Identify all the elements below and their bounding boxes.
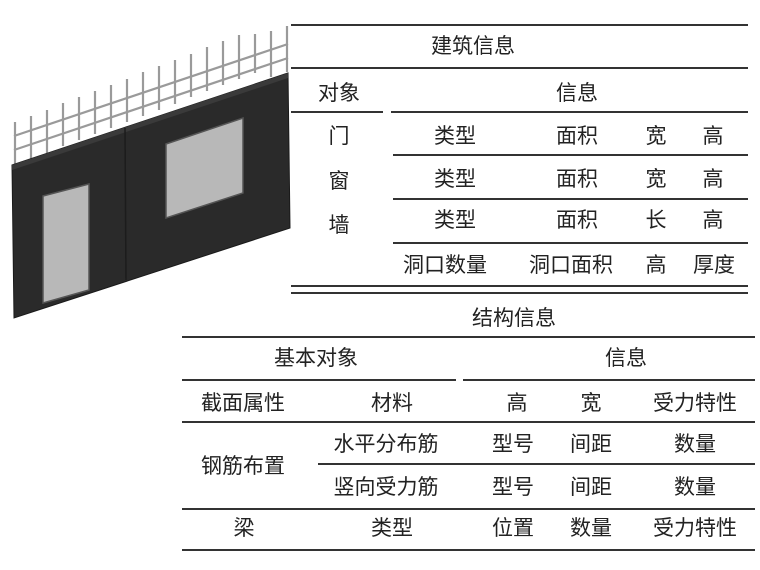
divider <box>391 111 748 113</box>
cell: 类型 <box>434 124 476 148</box>
cell: 截面属性 <box>201 391 285 415</box>
cell: 间距 <box>570 475 612 499</box>
cell: 数量 <box>674 432 716 456</box>
cell: 宽 <box>645 167 667 191</box>
cell: 受力特性 <box>653 516 737 540</box>
header-info: 信息 <box>605 346 647 370</box>
divider <box>291 111 383 113</box>
cell: 位置 <box>492 516 534 540</box>
divider <box>393 242 748 244</box>
cell: 面积 <box>556 124 598 148</box>
header-object: 对象 <box>318 81 360 105</box>
object-door: 门 <box>328 124 350 148</box>
cell: 高 <box>702 208 724 232</box>
cell: 型号 <box>492 432 534 456</box>
cell: 长 <box>645 208 667 232</box>
cell: 厚度 <box>693 253 735 277</box>
table-title: 结构信息 <box>472 306 556 330</box>
cell: 数量 <box>570 516 612 540</box>
cell: 高 <box>645 253 667 277</box>
cell: 型号 <box>492 475 534 499</box>
divider <box>463 379 755 381</box>
cell: 宽 <box>645 124 667 148</box>
header-basic-object: 基本对象 <box>274 346 358 370</box>
cell: 数量 <box>674 475 716 499</box>
divider <box>393 198 748 200</box>
cell-rebar-layout: 钢筋布置 <box>201 454 285 478</box>
divider <box>393 154 748 156</box>
divider <box>291 24 748 26</box>
cell: 洞口数量 <box>403 253 487 277</box>
object-wall: 墙 <box>328 213 350 237</box>
cell: 高 <box>506 391 528 415</box>
header-info: 信息 <box>556 81 598 105</box>
window-opening <box>165 116 244 220</box>
rebar-grid-icon <box>13 26 289 165</box>
cell: 高 <box>702 124 724 148</box>
divider <box>182 336 755 338</box>
divider <box>182 549 755 551</box>
divider <box>291 67 748 69</box>
divider <box>182 379 456 381</box>
cell: 类型 <box>371 516 413 540</box>
cell: 面积 <box>556 208 598 232</box>
cell: 水平分布筋 <box>333 432 439 456</box>
door-opening <box>42 183 90 304</box>
cell: 竖向受力筋 <box>333 475 439 499</box>
table-title: 建筑信息 <box>431 34 515 58</box>
object-window: 窗 <box>328 169 350 193</box>
cell: 间距 <box>570 432 612 456</box>
cell: 梁 <box>233 516 255 540</box>
divider <box>182 421 755 423</box>
wall-illustration <box>11 26 291 319</box>
cell: 宽 <box>580 391 602 415</box>
divider <box>182 508 755 510</box>
divider <box>318 463 755 465</box>
cell: 高 <box>702 167 724 191</box>
double-divider-top <box>291 285 748 287</box>
cell: 洞口面积 <box>529 253 613 277</box>
cell: 面积 <box>556 167 598 191</box>
cell: 受力特性 <box>653 391 737 415</box>
cell: 类型 <box>434 208 476 232</box>
double-divider-bottom <box>291 292 748 294</box>
cell: 材料 <box>371 391 413 415</box>
cell: 类型 <box>434 167 476 191</box>
